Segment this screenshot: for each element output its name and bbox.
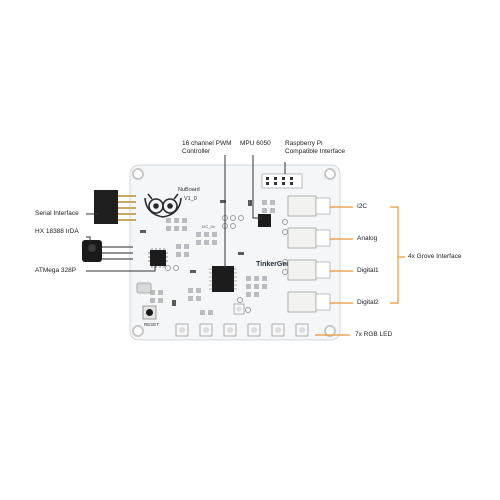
rgb-led [233, 303, 245, 315]
owl-logo [144, 193, 182, 218]
analog-label: Analog [357, 235, 378, 242]
grove-connector-digital2 [287, 291, 331, 313]
pwm-controller-label: 16 channel PWM Controller [182, 140, 232, 155]
brand-text: TinkerGen [256, 261, 291, 268]
mounting-holes [132, 168, 336, 337]
reset-button [142, 305, 157, 320]
serial-header [94, 190, 136, 224]
grove-connector-i2c [287, 195, 331, 217]
rgb-leds [175, 303, 309, 337]
rgb-led [175, 323, 189, 337]
rgb-led [295, 323, 309, 337]
rgb-led [247, 323, 261, 337]
leader-atmega [86, 265, 156, 272]
i2c-address-text: I2C_0x [202, 224, 215, 229]
rgb-led [271, 323, 285, 337]
grove-connector-digital1 [287, 259, 331, 281]
mpu-6050-label: MPU 6050 [240, 140, 271, 147]
serial-interface-label: Serial Interface [35, 210, 79, 217]
pcb-pads [150, 200, 275, 315]
grove-connector-analog [287, 227, 331, 249]
ir-receiver [82, 240, 133, 262]
mpu-6050-chip [258, 214, 271, 227]
irda-label: HX 18388 IrDA [35, 228, 79, 235]
board-version-text: V1_0 [184, 196, 197, 202]
leader-mpu [252, 155, 262, 219]
crystal [136, 282, 152, 294]
rgb-led [223, 323, 237, 337]
pcb-board [129, 164, 341, 341]
digital2-label: Digital2 [357, 299, 379, 306]
accent-lines [315, 206, 405, 336]
rgb-led-label: 7x RGB LED [355, 331, 393, 338]
i2c-label: I2C [357, 203, 368, 210]
board-name-text: NuBoard [178, 187, 200, 193]
rpi-header [261, 173, 303, 189]
digital1-label: Digital1 [357, 267, 379, 274]
rpi-interface-label: Raspberry Pi Compatible Interface [285, 140, 345, 155]
leader-irda [86, 236, 91, 243]
atmega-chip [148, 248, 168, 268]
atmega-label: ATMega 328P [35, 267, 77, 274]
reset-text: RESET [144, 322, 159, 327]
small-components [140, 200, 252, 306]
grove-interface-label: 4x Grove Interface [408, 253, 462, 260]
pwm-controller-chip [209, 266, 237, 292]
rgb-led [199, 323, 213, 337]
grove-bracket [390, 206, 405, 304]
leader-lines [86, 155, 286, 272]
pcb-vias [165, 215, 288, 313]
